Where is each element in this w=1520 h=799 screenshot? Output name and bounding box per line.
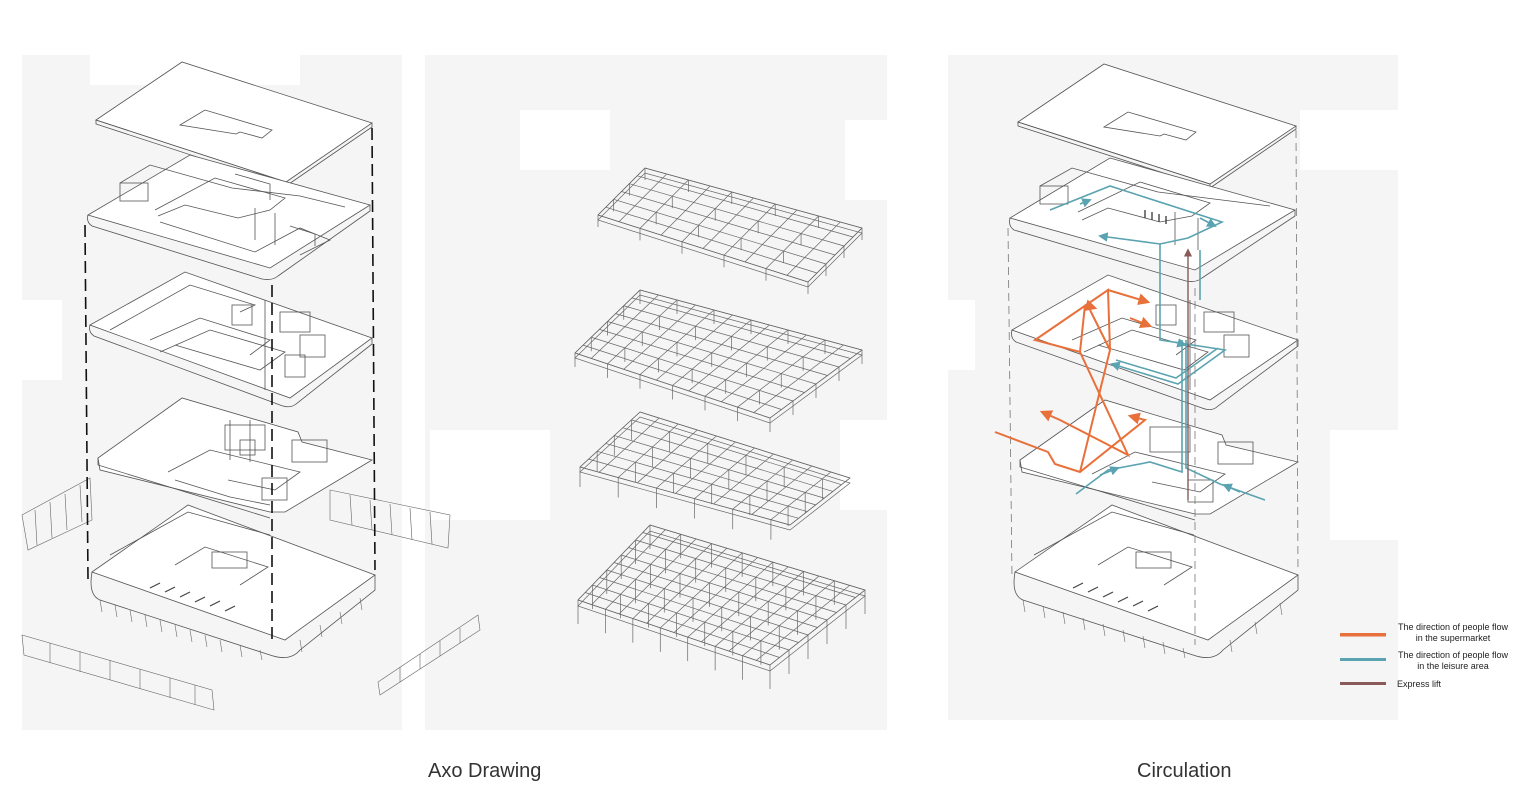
beam-line [688, 324, 770, 392]
beam-line [631, 419, 842, 486]
beam-line [639, 179, 689, 229]
beam-line [675, 441, 736, 494]
legend-swatch-supermarket [1340, 633, 1386, 637]
floor-level-2 [89, 271, 373, 408]
beam-line [591, 529, 666, 605]
beam-line [732, 459, 793, 510]
beam-line [579, 466, 791, 526]
beam-line [744, 209, 798, 263]
beam-line [605, 443, 816, 506]
leisure-flow-path [1049, 185, 1266, 501]
beam-line [807, 227, 863, 283]
beam-line [789, 477, 851, 526]
beam-line [751, 465, 813, 515]
beam-line [702, 197, 754, 249]
alignment-lines [84, 127, 376, 640]
beam-line [786, 221, 841, 276]
axo-drawing [21, 61, 481, 711]
legend [1340, 633, 1386, 685]
beam-line [588, 458, 799, 519]
circulation-drawing [1007, 63, 1300, 659]
structure-level-1 [579, 411, 851, 540]
beam-line [579, 411, 641, 468]
legend-swatch-express-lift [1340, 682, 1386, 685]
structure-ground [577, 524, 866, 689]
beam-line [681, 191, 733, 243]
structure-level-2 [574, 289, 863, 432]
beam-line [597, 167, 646, 216]
legend-label-express-lift: Express lift [1397, 679, 1441, 690]
floor-level-3 [86, 154, 371, 280]
legend-swatch-leisure [1340, 658, 1386, 661]
beam-line [632, 543, 712, 619]
caption-axo-drawing: Axo Drawing [428, 760, 542, 782]
beam-line [737, 339, 826, 408]
beam-line [639, 309, 715, 375]
beam-line [597, 450, 808, 512]
beam-line [721, 334, 807, 403]
beam-line [660, 185, 711, 236]
beam-line [694, 447, 755, 499]
circ-alignment-lines [1007, 129, 1299, 645]
structure-frames [574, 167, 866, 689]
legend-label-supermarket: The direction of people flow in the supe… [1390, 622, 1516, 644]
beam-line [623, 304, 696, 370]
beam-line [637, 429, 698, 484]
beam-line [714, 571, 804, 647]
beam-line [646, 547, 728, 624]
supermarket-flow-path [994, 288, 1153, 474]
beam-line [577, 524, 651, 601]
structure-level-3 [597, 167, 863, 294]
legend-label-express-lift-line1: Express lift [1397, 679, 1442, 689]
beam-line [618, 538, 697, 615]
beam-line [656, 314, 733, 381]
legend-label-supermarket-line2: in the supermarket [1415, 633, 1491, 643]
beam-line [770, 471, 832, 521]
beam-line [713, 453, 774, 505]
beam-line [660, 552, 743, 629]
legend-label-supermarket-line1: The direction of people flow [1397, 622, 1509, 632]
beam-line [723, 203, 776, 256]
legend-label-leisure: The direction of people flow in the leis… [1390, 650, 1516, 672]
facade-panels [21, 477, 481, 711]
beam-line [753, 344, 844, 413]
beam-line [618, 173, 667, 222]
floor-ground [90, 504, 376, 661]
beam-line [701, 566, 789, 643]
legend-label-leisure-line1: The direction of people flow [1397, 650, 1509, 660]
beam-line [605, 534, 681, 610]
beam-line [673, 557, 758, 633]
beam-line [598, 417, 660, 473]
beam-line [765, 215, 819, 269]
beam-line [639, 411, 851, 479]
legend-label-leisure-line2: in the leisure area [1417, 661, 1489, 671]
beam-line [622, 427, 833, 492]
beam-line [614, 435, 825, 499]
floor-level-1 [97, 397, 374, 519]
circ-floor-ground [1013, 504, 1299, 659]
beam-line [742, 580, 835, 656]
beam-line [687, 561, 774, 638]
caption-circulation: Circulation [1137, 760, 1232, 782]
beam-line [656, 435, 717, 489]
beam-line [769, 589, 866, 666]
beam-line [591, 294, 659, 359]
beam-line [617, 423, 679, 478]
